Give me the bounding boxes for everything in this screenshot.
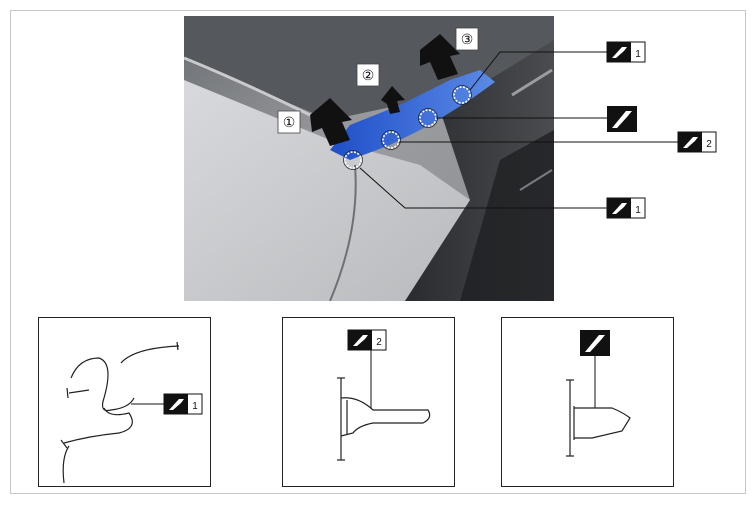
svg-text:③: ③ <box>461 31 474 47</box>
clip-badge-1-top: 1 <box>606 41 646 63</box>
clip-tool-icon <box>585 335 605 352</box>
illustration-frame <box>10 10 746 494</box>
step-1-label: ① <box>277 110 301 134</box>
clip-badge-standard-inset <box>580 330 610 356</box>
clip-tool-icon <box>612 111 632 128</box>
svg-text:②: ② <box>362 67 375 83</box>
clip-standard-diagram <box>566 330 631 457</box>
clip-badge-2: 2 <box>677 131 717 153</box>
clip-location-2 <box>382 131 400 149</box>
svg-text:1: 1 <box>192 401 198 412</box>
clip-tool-icon <box>612 203 627 214</box>
clip-badge-center <box>607 106 637 132</box>
svg-text:2: 2 <box>706 139 712 150</box>
clip-tool-icon <box>612 47 627 58</box>
clip-tool-icon <box>169 399 184 410</box>
step-2-label: ② <box>356 63 380 87</box>
step-3-label: ③ <box>455 27 479 51</box>
clip-2-diagram: 2 <box>337 329 431 461</box>
clip-1-diagram: 1 <box>60 341 203 484</box>
inset-clip-1: 1 <box>38 317 211 487</box>
svg-text:1: 1 <box>635 205 641 216</box>
svg-text:2: 2 <box>376 337 382 348</box>
inset-clip-standard <box>501 317 674 487</box>
clip-badge-2-inset: 2 <box>347 329 387 351</box>
highlighted-garnish <box>330 70 495 160</box>
svg-text:1: 1 <box>635 49 641 60</box>
removal-arrow-icon <box>310 34 460 146</box>
clip-badge-1-bottom: 1 <box>606 197 646 219</box>
clip-location-1a <box>453 86 471 104</box>
clip-badge-1-inset: 1 <box>163 393 203 415</box>
inset-clip-2: 2 <box>282 317 455 487</box>
svg-text:①: ① <box>283 114 296 130</box>
clip-location-1b <box>344 151 362 169</box>
vehicle-photo <box>184 16 554 301</box>
leader-lines <box>359 51 678 209</box>
clip-tool-icon <box>353 335 368 346</box>
clip-tool-icon <box>683 137 698 148</box>
